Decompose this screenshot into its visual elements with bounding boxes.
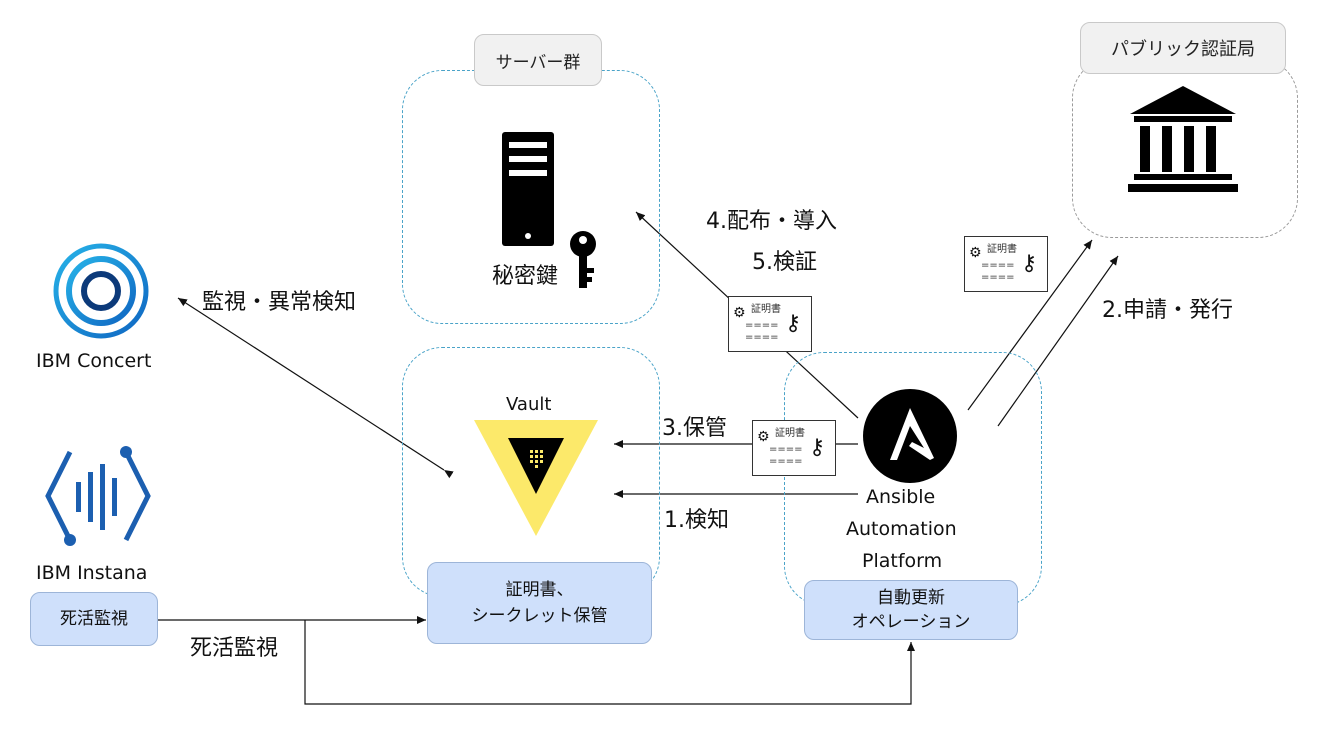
instana-label: IBM Instana (36, 562, 148, 584)
cert-line: ==== (981, 260, 1015, 271)
ansible-logo-icon (862, 388, 958, 488)
ansible-operation-box: 自動更新 オペレーション (804, 580, 1018, 640)
apply-arrow-line-up (967, 239, 1093, 411)
monitor-edge-label: 監視・異常検知 (202, 290, 357, 315)
instana-logo-icon (40, 444, 156, 554)
key-icon: ⚷ (1021, 251, 1038, 276)
key-icon: ⚷ (785, 311, 802, 336)
verify-edge-label: 5.検証 (752, 250, 817, 275)
cert-line: ==== (745, 320, 779, 331)
server-icon (502, 132, 554, 250)
vault-logo-icon (474, 420, 598, 540)
liveness-edge-label: 死活監視 (190, 636, 279, 661)
concert-logo-icon (52, 242, 150, 344)
ansible-label-line3: Platform (862, 550, 943, 572)
distribute-edge-label: 4.配布・導入 (706, 209, 837, 234)
ansible-label-line1: Ansible (866, 486, 936, 508)
certificate-ca: ⚙ 証明書 ==== ==== ⚷ (964, 236, 1048, 292)
cert-line: ==== (981, 272, 1015, 283)
concert-label: IBM Concert (36, 350, 152, 372)
public-ca-tag: パブリック認証局 (1080, 22, 1286, 74)
cert-title: 証明書 (775, 428, 805, 439)
gear-icon: ⚙ (969, 245, 982, 261)
server-label: 秘密鍵 (492, 264, 559, 289)
cert-title: 証明書 (987, 244, 1017, 255)
key-icon: ⚷ (809, 435, 826, 460)
server-group-tag: サーバー群 (474, 34, 602, 86)
gear-icon: ⚙ (733, 305, 746, 321)
certificate-vault: ⚙ 証明書 ==== ==== ⚷ (752, 420, 836, 476)
cert-line: ==== (769, 456, 803, 467)
ansible-box-line1: 自動更新 (877, 588, 945, 608)
vault-storage-box: 証明書、 シークレット保管 (427, 562, 652, 644)
ansible-label-line2: Automation (846, 518, 957, 540)
cert-title: 証明書 (751, 304, 781, 315)
vault-label: Vault (506, 394, 552, 415)
ansible-box-line2: オペレーション (851, 612, 971, 632)
cert-line: ==== (745, 332, 779, 343)
detect-edge-label: 1.検知 (664, 508, 729, 533)
liveness-path-line (304, 620, 915, 705)
key-icon (568, 230, 598, 294)
gear-icon: ⚙ (757, 429, 770, 445)
certificate-server: ⚙ 証明書 ==== ==== ⚷ (728, 296, 812, 352)
apply-edge-label: 2.申請・発行 (1102, 298, 1233, 323)
cert-line: ==== (769, 444, 803, 455)
vault-box-line2: シークレット保管 (471, 606, 608, 626)
apply-arrow-line-return (997, 255, 1119, 427)
bank-icon (1128, 84, 1238, 198)
store-edge-label: 3.保管 (662, 416, 727, 441)
vault-box-line1: 証明書、 (505, 580, 574, 600)
monitor-arrow-line (177, 297, 454, 479)
instana-liveness-box: 死活監視 (30, 592, 158, 646)
